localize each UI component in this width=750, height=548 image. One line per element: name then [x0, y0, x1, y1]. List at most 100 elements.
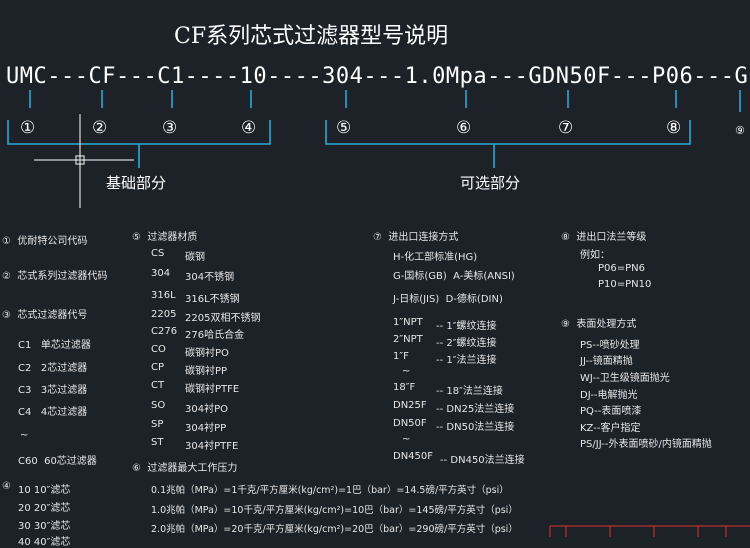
length-row: 20 20″滤芯 — [18, 503, 71, 514]
circle-8: ⑧ — [666, 118, 682, 138]
surface-row: JJ--镜面精抛 — [580, 356, 633, 367]
pressure-row: 2.0兆帕（MPa）=20千克/平方厘米(kg/cm²)=20巴（bar）=29… — [151, 524, 518, 535]
mark-2: ② — [2, 271, 11, 282]
core-row: C1 单芯过滤器 — [18, 340, 91, 351]
circle-5: ⑤ — [336, 118, 352, 138]
item-1-text: 优耐特公司代码 — [17, 236, 88, 247]
mark-3: ③ — [2, 310, 11, 321]
conn-code: DN50F — [393, 418, 427, 429]
circle-7: ⑦ — [558, 118, 574, 138]
optional-bracket — [325, 120, 691, 145]
conn-desc: -- DN450法兰连接 — [440, 455, 525, 466]
surface-row: PS/JJ--外表面喷砂/内镜面精抛 — [580, 439, 712, 450]
material-desc: 碳钢衬PO — [185, 348, 229, 359]
conn-desc: -- 2″螺纹连接 — [436, 338, 497, 349]
material-code: SO — [151, 400, 166, 411]
core-row: C60 60芯过滤器 — [18, 456, 97, 467]
basic-bracket — [7, 120, 271, 145]
material-row: CS — [151, 248, 165, 259]
mark-5: ⑤ — [132, 232, 141, 243]
item-7: ⑦ 进出口连接方式 — [373, 232, 459, 243]
mark-9: ⑨ — [561, 319, 570, 330]
item-9: ⑨ 表面处理方式 — [561, 319, 637, 330]
core-row: C4 4芯过滤器 — [18, 407, 88, 418]
length-row: 30 30″滤芯 — [18, 521, 71, 532]
crosshair-icon — [34, 114, 134, 208]
material-code: 316L — [151, 290, 176, 301]
item-8: ⑧ 进出口法兰等级 — [561, 232, 647, 243]
conn-code: 18″F — [393, 382, 416, 393]
material-code: C276 — [151, 326, 178, 337]
conn-code: DN25F — [393, 400, 427, 411]
page-title: CF系列芯式过滤器型号说明 — [174, 24, 449, 49]
material-desc: 304衬PTFE — [185, 441, 239, 452]
item-3-text: 芯式过滤器代号 — [17, 310, 88, 321]
mark-7: ⑦ — [373, 232, 382, 243]
example-row: P10=PN10 — [598, 279, 652, 290]
example-row: P06=PN6 — [598, 263, 646, 274]
material-desc: 316L不锈钢 — [185, 294, 240, 305]
material-desc: 304衬PP — [185, 423, 227, 434]
conn-code: 2″NPT — [393, 334, 423, 345]
surface-row: WJ--卫生级镜面抛光 — [580, 373, 670, 384]
material-code: CT — [151, 380, 165, 391]
core-row: C3 3芯过滤器 — [18, 385, 88, 396]
item-5: ⑤ 过滤器材质 — [132, 232, 198, 243]
circle-3: ③ — [162, 118, 178, 138]
circle-2: ② — [92, 118, 108, 138]
material-desc: 碳钢衬PP — [185, 366, 228, 377]
item-4-mark: ④ — [2, 481, 11, 492]
circle-1: ① — [20, 118, 36, 138]
circle-9: ⑨ — [735, 124, 745, 137]
conn-code: 1″F — [393, 351, 409, 362]
core-row: C2 2芯过滤器 — [18, 363, 88, 374]
material-code: ST — [151, 437, 164, 448]
length-row: 10 10″滤芯 — [18, 485, 71, 496]
surface-row: PQ--表面喷漆 — [580, 406, 642, 417]
material-desc: 304衬PO — [185, 404, 228, 415]
length-row: 40 40″滤芯 — [18, 537, 71, 548]
material-desc: 2205双相不锈钢 — [185, 313, 261, 324]
conn-desc: -- DN25法兰连接 — [436, 404, 515, 415]
item-2: ② 芯式系列过滤器代码 — [2, 267, 107, 282]
material-code: 2205 — [151, 309, 177, 320]
material-desc: 碳钢 — [185, 252, 205, 263]
conn-desc: -- DN50法兰连接 — [436, 422, 515, 433]
standard-row: G-国标(GB) A-美标(ANSI) — [393, 271, 515, 282]
material-desc: 碳钢衬PTFE — [185, 384, 240, 395]
mark-8: ⑧ — [561, 232, 570, 243]
pressure-row: 0.1兆帕（MPa）=1千克/平方厘米(kg/cm²)=1巴（bar）=14.5… — [151, 485, 509, 496]
table-edge — [549, 525, 750, 537]
conn-desc: -- 1″螺纹连接 — [436, 321, 497, 332]
material-code: SP — [151, 419, 164, 430]
group-optional-label: 可选部分 — [460, 174, 521, 192]
tilde: ~ — [402, 366, 411, 377]
surface-row: KZ--客户指定 — [580, 423, 641, 434]
surface-row: PS--喷砂处理 — [580, 340, 640, 351]
material-code: CO — [151, 344, 166, 355]
group-basic-label: 基础部分 — [106, 174, 167, 192]
circle-6: ⑥ — [456, 118, 472, 138]
mark-6: ⑥ — [132, 463, 141, 474]
mark-1: ① — [2, 236, 11, 247]
material-desc: 304不锈钢 — [185, 272, 235, 283]
connector-lines — [7, 90, 750, 537]
item-3: ③ 芯式过滤器代号 — [2, 306, 87, 321]
surface-row: DJ--电解抛光 — [580, 390, 638, 401]
tilde: ~ — [20, 430, 29, 441]
tilde: ~ — [402, 434, 411, 445]
standard-row: H-化工部标准(HG) — [393, 252, 478, 263]
circle-4: ④ — [241, 118, 257, 138]
model-code: UMC---CF---C1----10----304---1.0Mpa---GD… — [6, 64, 749, 89]
conn-code: DN450F — [393, 451, 434, 462]
item-2-text: 芯式系列过滤器代码 — [17, 271, 108, 282]
standard-row: J-日标(JIS) D-德标(DIN) — [393, 294, 503, 305]
material-desc: 276哈氏合金 — [185, 330, 245, 341]
item-6: ⑥ 过滤器最大工作压力 — [132, 463, 238, 474]
material-code: 304 — [151, 268, 171, 279]
material-code: CP — [151, 362, 165, 373]
conn-code: 1″NPT — [393, 317, 423, 328]
conn-desc: -- 1″法兰连接 — [436, 355, 497, 366]
conn-desc: -- 18″法兰连接 — [436, 386, 503, 397]
example-label: 例如： — [580, 250, 610, 261]
